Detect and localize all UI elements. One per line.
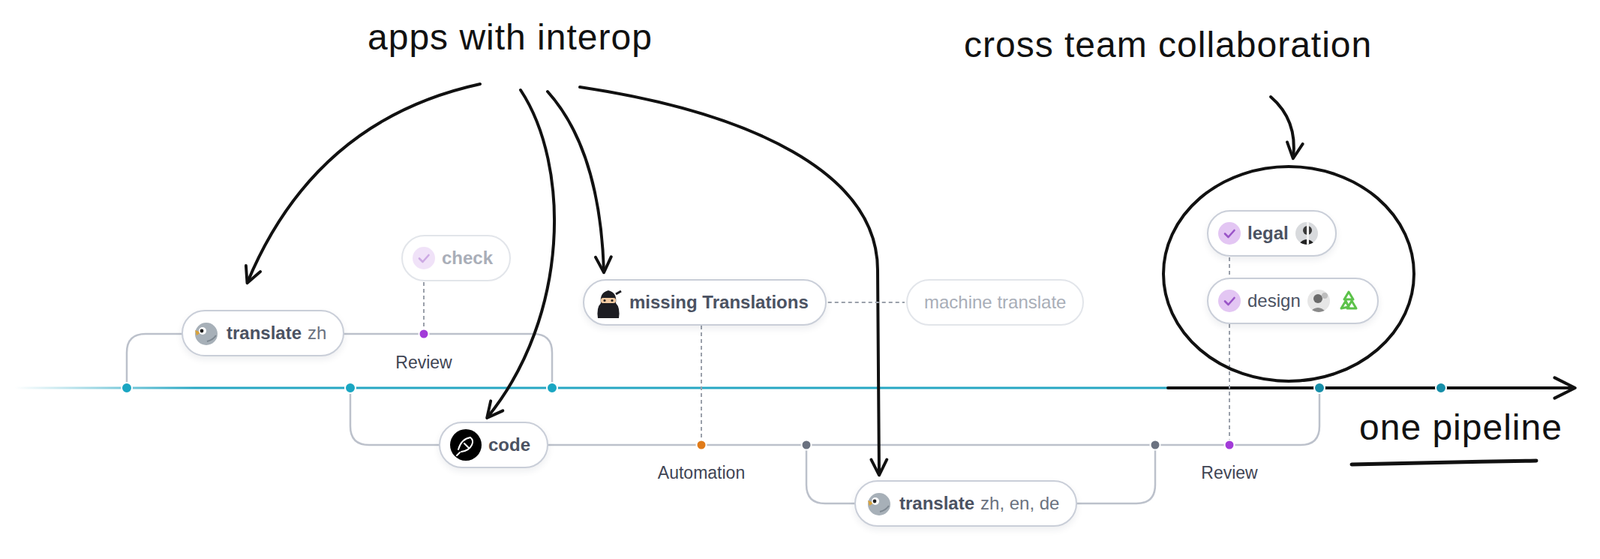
dashed-connector xyxy=(828,301,905,304)
pipeline-line xyxy=(15,387,1171,390)
icon-bird-part xyxy=(873,499,877,504)
icon-ninja-part xyxy=(593,286,624,319)
icon-ninja-part xyxy=(600,297,616,304)
icon-bird-part xyxy=(867,492,891,516)
pill-node: missing Translations xyxy=(582,279,827,326)
pipeline-dot xyxy=(1435,382,1447,394)
pill-node: translatezh, en, de xyxy=(854,480,1078,527)
pipeline-dot xyxy=(1314,382,1325,394)
branch-dot xyxy=(801,440,812,451)
icon-av2-part xyxy=(1308,307,1327,313)
icon xyxy=(1306,288,1331,313)
icon-bird-part xyxy=(195,322,218,346)
node-title: design xyxy=(1247,290,1301,312)
hand-circle xyxy=(1163,166,1414,382)
node-title: translate xyxy=(899,492,975,514)
node-title: check xyxy=(441,247,493,269)
hand-arrow xyxy=(579,87,880,475)
branch-dot xyxy=(1150,440,1161,451)
icon-av1-part xyxy=(1294,221,1319,246)
review-dot xyxy=(1224,440,1235,451)
dashed-leader xyxy=(423,282,425,330)
icon-code-part xyxy=(456,437,473,456)
icon xyxy=(1217,288,1242,313)
node-title: missing Translations xyxy=(629,291,809,313)
automation-dot xyxy=(696,440,707,451)
stage-label: Automation xyxy=(657,462,745,484)
pill-node: code xyxy=(438,421,549,469)
icon-code-part xyxy=(449,428,483,462)
icon xyxy=(1294,221,1319,246)
icon-ninja-part xyxy=(603,299,606,302)
icon-av1-part xyxy=(1294,221,1319,246)
icon-ninja-part xyxy=(615,291,622,295)
icon-ninja-part xyxy=(610,299,613,302)
node-title: machine translate xyxy=(924,291,1066,313)
icon-av2-part xyxy=(1313,294,1323,304)
node-detail: zh xyxy=(307,322,327,344)
icon-checkF-part xyxy=(419,255,430,262)
icon xyxy=(192,318,221,348)
icon xyxy=(1217,221,1242,246)
icon-bird-part xyxy=(200,329,205,334)
icon-av2-part xyxy=(1306,288,1331,313)
node-detail: zh, en, de xyxy=(980,492,1060,514)
icon-check-part xyxy=(1218,289,1241,313)
icon-check-part xyxy=(1217,221,1242,246)
handwritten-note: one pipeline xyxy=(1359,406,1563,448)
icon-bird-part xyxy=(198,327,207,335)
hand-arrow xyxy=(547,91,604,272)
pill-node: translatezh xyxy=(181,309,345,357)
node-title: code xyxy=(488,434,531,456)
icon-av1-part xyxy=(1294,221,1319,246)
icon-bird-part xyxy=(879,505,889,512)
icon-code-part xyxy=(450,429,482,461)
icon-check-part xyxy=(1224,297,1235,305)
icon-leaf-part xyxy=(1341,291,1357,309)
handwritten-note: cross team collaboration xyxy=(963,24,1372,66)
icon xyxy=(411,246,436,271)
dashed-leader xyxy=(1228,324,1231,441)
icon xyxy=(593,286,624,319)
pill-node: machine translate xyxy=(906,279,1084,326)
icon-ninja-part xyxy=(597,290,620,319)
pipeline-dot xyxy=(121,382,133,394)
pipeline-dot xyxy=(345,382,356,394)
icon-bird-part xyxy=(871,497,880,505)
review-dot xyxy=(419,329,430,340)
icon-av2-part xyxy=(1321,292,1328,299)
icon-bird-part xyxy=(192,318,221,348)
stage-label: Review xyxy=(1200,462,1258,484)
icon xyxy=(864,489,894,518)
stage-label: Review xyxy=(395,352,452,373)
icon-av2-part xyxy=(1306,288,1331,313)
icon-leaf-part xyxy=(1336,288,1361,313)
hand-arrow xyxy=(1270,96,1294,158)
icon-check-part xyxy=(1224,230,1235,238)
pill-node: design xyxy=(1206,277,1379,325)
dashed-connector xyxy=(1228,257,1231,277)
icon-check-part xyxy=(1218,222,1241,245)
node-title: legal xyxy=(1247,222,1289,244)
dashed-leader xyxy=(700,325,703,441)
icon xyxy=(449,428,483,462)
node-title: translate xyxy=(226,322,302,344)
pipeline-dot xyxy=(546,382,558,394)
icon-checkF-part xyxy=(412,246,436,270)
handwritten-note: apps with interop xyxy=(367,16,653,58)
icon-av2-part xyxy=(1306,288,1331,313)
icon-bird-part xyxy=(864,489,894,518)
icon-checkF-part xyxy=(411,246,436,271)
pill-node: check xyxy=(401,234,511,282)
icon xyxy=(1336,288,1361,313)
hand-underline xyxy=(1351,460,1537,465)
pill-node: legal xyxy=(1206,210,1337,257)
icon-check-part xyxy=(1217,288,1242,313)
icon-av1-part xyxy=(1306,221,1309,246)
icon-bird-part xyxy=(207,335,217,342)
